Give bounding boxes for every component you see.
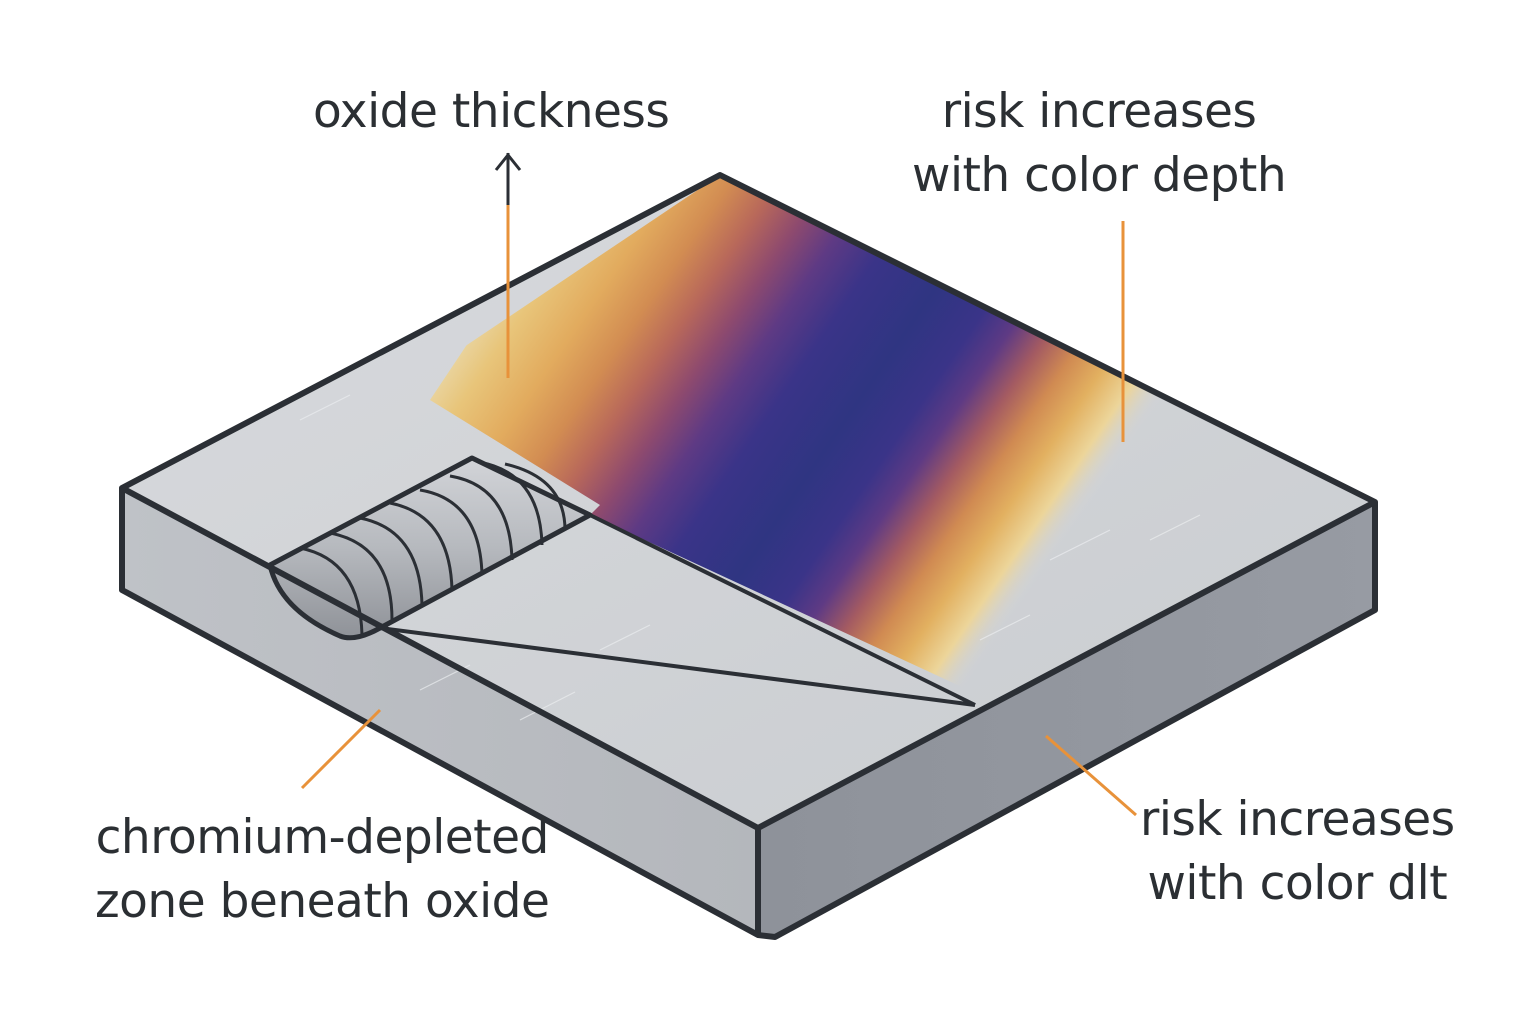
label-text-line-2: zone beneath oxide: [95, 874, 550, 929]
label-text-line-1: risk increases: [1140, 792, 1455, 847]
label-risk-color-depth: risk increases with color depth: [912, 80, 1287, 208]
label-text-line-1: chromium-depleted: [95, 810, 550, 865]
plate-left-side: [122, 488, 758, 935]
label-text: oxide thickness: [313, 84, 670, 139]
plate-divider-lines: [379, 513, 976, 707]
label-chromium-depleted-zone: chromium-depleted zone beneath oxide: [95, 806, 550, 934]
weld-bead: [267, 455, 593, 641]
leader-lines: [300, 152, 1137, 817]
label-oxide-thickness: oxide thickness: [313, 80, 670, 144]
label-text-line-2: with color dlt: [1147, 856, 1448, 911]
brushed-texture: [299, 394, 1201, 721]
label-text-line-2: with color depth: [912, 148, 1287, 203]
label-text-line-1: risk increases: [941, 84, 1257, 139]
arrow-up-icon: [494, 152, 522, 171]
label-risk-color-dlt: risk increases with color dlt: [1140, 788, 1455, 916]
heat-tint-region: [430, 175, 1375, 700]
plate-outline: [119, 172, 1378, 940]
plate-right-side: [758, 502, 1375, 937]
